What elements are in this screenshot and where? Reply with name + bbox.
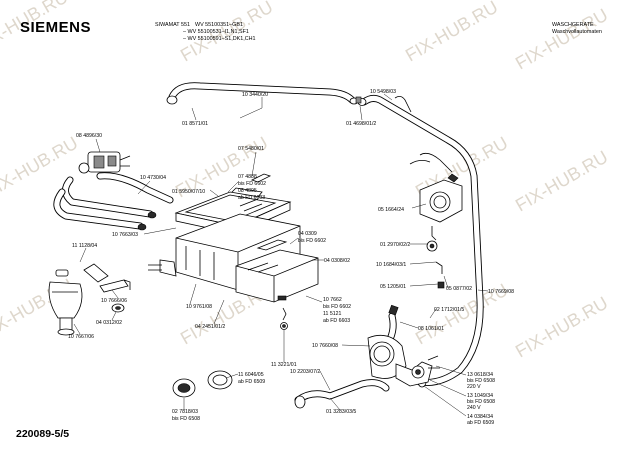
leader-lines [73, 93, 489, 417]
part-label: 10 4730/04 [140, 175, 166, 181]
part-label: 10 7667/06 [68, 334, 94, 340]
detergent-drawer [235, 239, 319, 303]
watermark-layer: FIX-HUB.RU FIX-HUB.RU FIX-HUB.RU FIX-HUB… [0, 0, 611, 361]
part-label: 10 1684/03/1 [376, 262, 406, 268]
part-label: 04 0312/02 [96, 320, 122, 326]
filter-cap [207, 370, 233, 390]
part-label: 10 7660/08 [312, 343, 338, 349]
model-name: SIWAMAT 551 [155, 22, 190, 28]
part-label: 05 1205/01 [380, 284, 406, 290]
pressure-tube [426, 240, 445, 289]
model-variant: – WV 55100591–S1,DK1,CH1 [183, 36, 256, 42]
part-label: 11 3221/01 [271, 362, 297, 368]
brand-logo: SIEMENS [20, 19, 91, 36]
part-label: 01 8571/01 [182, 121, 208, 127]
part-label: bis FD 6602 [238, 181, 266, 187]
small-clip [277, 295, 288, 330]
part-label: 11 6046/05 [238, 372, 264, 378]
part-label: 04 2451/01/2 [195, 324, 225, 330]
part-label: 11 1128/04 [72, 243, 97, 249]
part-label: 220 V [467, 384, 481, 390]
part-label: 05 1664/24 [378, 207, 404, 213]
drain-pump [367, 334, 440, 387]
wire-harness [419, 152, 453, 173]
part-label: 08 4896/30 [76, 133, 102, 139]
part-label: ab FD 6509 [238, 379, 265, 385]
part-label: 10 5498/03 [370, 89, 396, 95]
category-subtitle: Waschvollautomaten [552, 29, 602, 35]
part-label: 01 2970/02/2 [380, 242, 410, 248]
seal-ring [172, 378, 196, 398]
pressure-switch [419, 173, 463, 241]
watermark-text: FIX-HUB.RU [512, 5, 611, 74]
category-title: WASCHGERATE [552, 22, 594, 28]
hose-nipple [99, 279, 131, 293]
hose-clip [355, 96, 362, 104]
elbow-fitting [394, 96, 412, 113]
part-label: bis FD 6602 [298, 238, 326, 244]
part-label: 10 7666/06 [101, 298, 127, 304]
part-label: 07 4888 [238, 174, 257, 180]
part-label: 01 5950/07/10 [172, 189, 205, 195]
part-label: 10 9761/08 [186, 304, 212, 310]
part-label: bis FD 6602 [323, 304, 351, 310]
model-variant: WV 55100351–GB1 [195, 22, 243, 28]
part-label: ab FD 6603 [323, 318, 350, 324]
part-label: 10 2203/07/2 [290, 369, 320, 375]
part-label: 02 7818/03 [172, 409, 198, 415]
part-label: 14 0384/34 [467, 414, 493, 420]
part-label: 13 0618/34 [467, 372, 493, 378]
watermark-text: FIX-HUB.RU [512, 293, 611, 362]
part-label: 10 7663/03 [112, 232, 138, 238]
part-label: 08 4895 [238, 188, 257, 194]
part-label: 240 V [467, 405, 481, 411]
siphon-trap [48, 263, 109, 336]
part-label: 11 5121 [323, 311, 341, 317]
part-label: 10 7662 [323, 297, 342, 303]
part-label: 02 1712/01/5 [434, 307, 464, 313]
hose-clamp [166, 95, 178, 105]
part-label-group: 10 3440/20 01 8571/01 10 5498/03 01 4698… [68, 89, 514, 426]
part-label: 04 0308/02 [324, 258, 350, 264]
part-label: 13 1049/34 [467, 393, 493, 399]
part-label: 04 0309 [298, 231, 317, 237]
part-label: 01 4698/01/2 [346, 121, 376, 127]
part-label: 07 5480/01 [238, 146, 264, 152]
part-label: 10 7669/08 [488, 289, 514, 295]
part-label: 08 1061/01 [418, 326, 444, 332]
part-label: 05 0877/02 [446, 286, 472, 292]
part-label: ab FD 6509 [467, 420, 494, 426]
part-label: 01 3283/03/5 [326, 409, 356, 415]
document-number: 220089-5/5 [16, 428, 69, 440]
watermark-text: FIX-HUB.RU [512, 147, 611, 216]
part-label: bis FD 6508 [467, 378, 495, 384]
watermark-text: FIX-HUB.RU [402, 0, 501, 65]
part-label: bis FD 6508 [172, 416, 200, 422]
part-label: 10 3440/20 [242, 92, 268, 98]
solenoid-valve [78, 151, 131, 174]
part-label: bis FD 6508 [467, 399, 495, 405]
part-label: ab FD 6603 [238, 195, 265, 201]
model-variant: – WV 55100531–I1,N1,SF1 [183, 29, 249, 35]
